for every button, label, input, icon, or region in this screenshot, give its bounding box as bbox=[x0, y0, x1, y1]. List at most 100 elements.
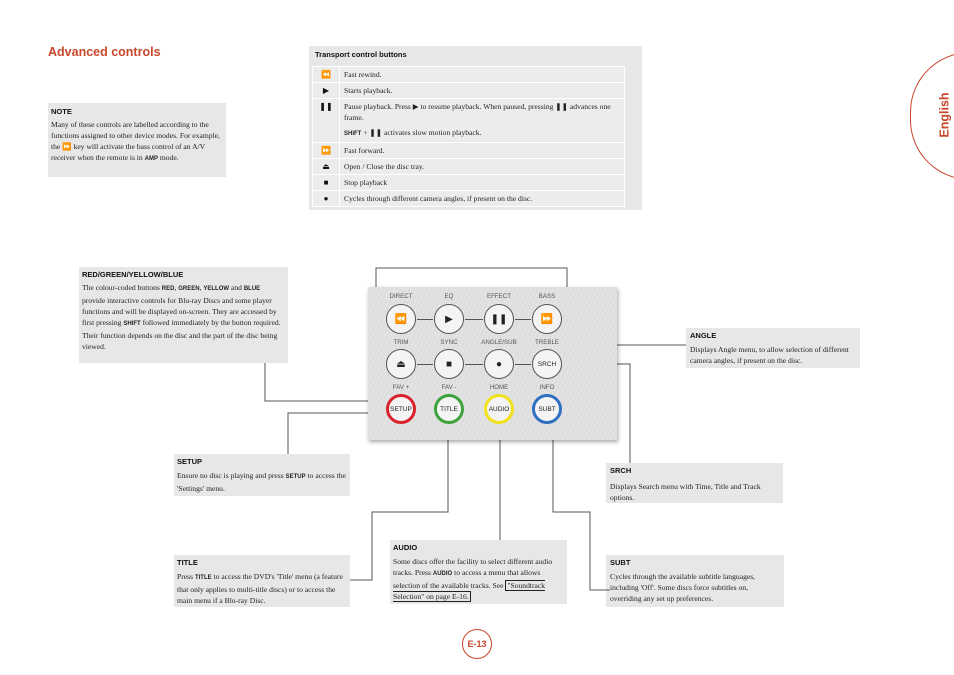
setup-key: SETUP bbox=[285, 474, 306, 480]
pause-icon: ❚❚ bbox=[312, 98, 340, 143]
rgyb-text-3: followed immediately by the button requi… bbox=[82, 318, 281, 351]
angle-title: ANGLE bbox=[690, 331, 717, 340]
note-box: NOTE Many of these controls are labelled… bbox=[48, 103, 226, 177]
section-title: Advanced controls bbox=[48, 45, 161, 59]
transport-row-description: Fast forward. bbox=[344, 146, 385, 155]
remote-control-panel: DIRECT⏪EQ▶EFFECT❚❚BASS⏩TRIM⏏SYNC■ANGLE/S… bbox=[368, 287, 617, 440]
title-button[interactable]: TITLE bbox=[434, 394, 464, 424]
eject-button[interactable]: ⏏ bbox=[386, 349, 416, 379]
rewind-icon: ⏪ bbox=[312, 66, 340, 83]
subt-box: SUBT Cycles through the available subtit… bbox=[606, 555, 784, 607]
transport-row: ● Cycles through different camera angles,… bbox=[312, 190, 625, 207]
fast-forward-button[interactable]: ⏩ bbox=[532, 304, 562, 334]
angle-text: Displays Angle menu, to allow selection … bbox=[690, 345, 849, 365]
note-title: NOTE bbox=[51, 107, 72, 116]
rewind-button[interactable]: ⏪ bbox=[386, 304, 416, 334]
transport-row: ⏏Open / Close the disc tray. bbox=[312, 158, 625, 175]
transport-row: ▶Starts playback. bbox=[312, 82, 625, 99]
fast-forward-icon: ⏩ bbox=[62, 142, 72, 151]
remote-label: TRIM bbox=[393, 339, 409, 346]
transport-row: ❚❚Pause playback. Press ▶ to resume play… bbox=[312, 98, 625, 143]
shift-key: SHIFT bbox=[123, 321, 141, 327]
transport-row-description: Open / Close the disc tray. bbox=[344, 162, 425, 171]
remote-connector bbox=[515, 364, 531, 365]
transport-row: ⏪ Fast rewind. bbox=[312, 66, 625, 83]
transport-row-text: Open / Close the disc tray. bbox=[339, 158, 625, 175]
remote-connector bbox=[417, 319, 433, 320]
srch-title: SRCH bbox=[610, 466, 632, 475]
transport-table: ⏪ Fast rewind. ▶Starts playback.❚❚Pause pl… bbox=[312, 66, 625, 207]
transport-row-text: Stop playback bbox=[339, 174, 625, 191]
transport-row-text: Fast rewind. bbox=[339, 66, 625, 83]
remote-label: FAV - bbox=[441, 384, 457, 391]
rgyb-text: The colour-coded buttons RED, GREEN, YEL… bbox=[82, 283, 281, 351]
title-text-2: to access the DVD's 'Title' menu (a feat… bbox=[177, 572, 343, 605]
blue-key: BLUE bbox=[243, 286, 261, 292]
setup-text-1: Ensure no disc is playing and press bbox=[177, 471, 284, 480]
red-key: RED bbox=[161, 286, 175, 292]
srch-box: SRCH Displays Search menu with Time, Tit… bbox=[606, 463, 783, 503]
stop-icon: ■ bbox=[312, 174, 340, 191]
srch-button[interactable]: SRCH bbox=[532, 349, 562, 379]
rgyb-text-1: The colour-coded buttons bbox=[82, 283, 160, 292]
title-text-1: Press bbox=[177, 572, 194, 581]
setup-text-2: to access the 'Settings' menu. bbox=[177, 471, 346, 493]
soundtrack-selection-link[interactable]: "Soundtrack Selection" on page E-16. bbox=[393, 580, 546, 602]
subt-text: Cycles through the available subtitle la… bbox=[610, 572, 756, 603]
remote-label: ANGLE/SUB bbox=[481, 339, 517, 346]
transport-row-text: Cycles through different camera angles, … bbox=[339, 190, 625, 207]
subt-button[interactable]: SUBT bbox=[532, 394, 562, 424]
angle-box: ANGLE Displays Angle menu, to allow sele… bbox=[686, 328, 860, 368]
remote-label: EQ bbox=[444, 293, 454, 300]
remote-connector bbox=[515, 319, 531, 320]
note-text: Many of these controls are labelled acco… bbox=[51, 119, 223, 165]
note-text-3: mode. bbox=[159, 153, 179, 162]
rgyb-and: and bbox=[230, 283, 242, 292]
title-key: TITLE bbox=[194, 575, 212, 581]
audio-text-1: Some discs offer the facility to select … bbox=[393, 557, 553, 577]
remote-label: INFO bbox=[539, 384, 555, 391]
setup-text: Ensure no disc is playing and press SETU… bbox=[177, 470, 347, 494]
remote-connector bbox=[465, 319, 483, 320]
transport-row-text: Fast forward. bbox=[339, 142, 625, 159]
transport-row-description: Pause playback. Press ▶ to resume playba… bbox=[344, 102, 611, 122]
title-box: TITLE Press TITLE to access the DVD's 'T… bbox=[174, 555, 350, 607]
audio-title: AUDIO bbox=[393, 543, 418, 552]
title-box-title: TITLE bbox=[177, 558, 198, 567]
setup-button[interactable]: SETUP bbox=[386, 394, 416, 424]
pause-button[interactable]: ❚❚ bbox=[484, 304, 514, 334]
transport-row-shift-note: SHIFT + ❚❚ activates slow motion playbac… bbox=[344, 127, 620, 140]
audio-box: AUDIO Some discs offer the facility to s… bbox=[390, 540, 567, 604]
remote-label: BASS bbox=[538, 293, 556, 300]
shift-key: SHIFT bbox=[344, 131, 362, 137]
rgyb-title: RED/GREEN/YELLOW/BLUE bbox=[82, 270, 184, 279]
setup-title: SETUP bbox=[177, 457, 203, 466]
transport-row-description: Fast rewind. bbox=[344, 70, 382, 79]
angle-icon: ● bbox=[312, 190, 340, 207]
title-box-text: Press TITLE to access the DVD's 'Title' … bbox=[177, 571, 347, 606]
play-button[interactable]: ▶ bbox=[434, 304, 464, 334]
remote-label: EFFECT bbox=[486, 293, 512, 300]
remote-connector bbox=[417, 364, 433, 365]
shift-note-text: + ❚❚ activates slow motion playback. bbox=[363, 128, 482, 137]
audio-button[interactable]: AUDIO bbox=[484, 394, 514, 424]
srch-text: Displays Search menu with Time, Title an… bbox=[610, 482, 761, 502]
note-text-1: Many of these controls are labelled acco… bbox=[51, 120, 220, 151]
subt-title: SUBT bbox=[610, 558, 631, 567]
audio-key: AUDIO bbox=[432, 571, 453, 577]
transport-title: Transport control buttons bbox=[315, 50, 407, 59]
note-amp: AMP bbox=[144, 156, 158, 162]
setup-box: SETUP Ensure no disc is playing and pres… bbox=[174, 454, 350, 496]
transport-row-description: Cycles through different camera angles, … bbox=[344, 194, 533, 203]
remote-label: TREBLE bbox=[534, 339, 560, 346]
transport-row-description: Stop playback bbox=[344, 178, 388, 187]
yellow-key: YELLOW bbox=[203, 286, 230, 292]
audio-text-2: to access a menu that allows selection o… bbox=[393, 568, 541, 590]
rgyb-text-2: provide interactive controls for Blu-ray… bbox=[82, 296, 277, 327]
green-key: GREEN bbox=[178, 286, 200, 292]
angle-button[interactable]: ● bbox=[484, 349, 514, 379]
page-number: E-13 bbox=[462, 629, 492, 659]
transport-row-description: Starts playback. bbox=[344, 86, 393, 95]
stop-button[interactable]: ■ bbox=[434, 349, 464, 379]
remote-label: HOME bbox=[489, 384, 509, 391]
